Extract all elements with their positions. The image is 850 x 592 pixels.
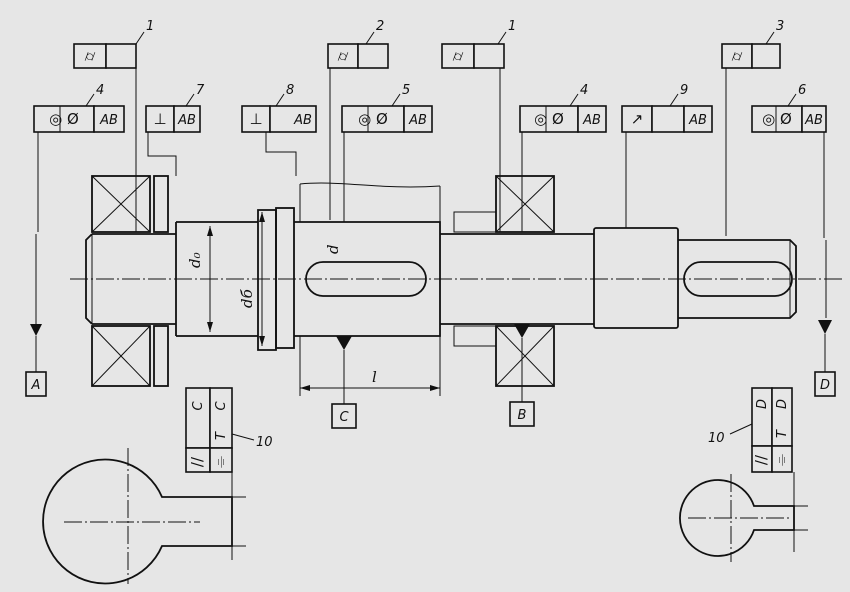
frame-2: ⌭ 2 xyxy=(327,19,389,69)
callout-number: 4 xyxy=(580,83,588,98)
bearing-middle xyxy=(453,175,555,387)
frame-datum-ref: AB xyxy=(804,113,823,128)
symmetry-icon: ⌯ xyxy=(772,454,790,466)
callout-number: 9 xyxy=(680,83,688,98)
concentricity-icon: ◎ Ø xyxy=(49,110,79,128)
callout-number: 2 xyxy=(376,19,384,34)
callout-number: 3 xyxy=(776,19,784,34)
perpendicularity-icon: ⊥ xyxy=(249,110,262,128)
cylindricity-icon: ⌭ xyxy=(85,47,96,65)
callout-number: 4 xyxy=(96,83,104,98)
callout-number: 10 xyxy=(256,435,273,450)
frame-1a: ⌭ 1 xyxy=(73,19,154,69)
dim-db: dб xyxy=(238,288,256,308)
frame-datum-ref: AB xyxy=(177,113,196,128)
frame-7: ⊥ AB 7 xyxy=(145,83,205,133)
datum-D: D xyxy=(814,320,836,397)
frame-datum-ref: AB xyxy=(99,113,118,128)
keyway-datum-ref: C xyxy=(191,401,206,411)
parallelism-icon: // xyxy=(752,454,770,465)
datum-A-label: A xyxy=(31,378,41,393)
callout-number: 1 xyxy=(508,19,516,34)
frame-8: ⊥ AB 8 xyxy=(241,83,317,133)
frame-5: ◎ Ø AB 5 xyxy=(341,83,433,133)
keyway-t-label: T xyxy=(775,429,790,438)
callout-number: 6 xyxy=(798,83,806,98)
bearing-left xyxy=(91,175,169,387)
callout-number: 7 xyxy=(196,83,205,98)
keyway-datum-ref: D xyxy=(755,399,770,409)
frame-datum-ref: AB xyxy=(582,113,601,128)
frame-4a: ◎ Ø AB 4 xyxy=(33,83,125,133)
frame-datum-ref: AB xyxy=(408,113,427,128)
callout-number: 8 xyxy=(286,83,294,98)
dimension-lines xyxy=(35,212,827,396)
dim-d0: d₀ xyxy=(186,252,204,268)
frame-datum-ref: AB xyxy=(293,113,312,128)
concentricity-icon: ◎ Ø xyxy=(534,110,564,128)
frame-4b: ◎ Ø AB 4 xyxy=(519,83,607,133)
keyway-t-label: T xyxy=(214,431,229,440)
frame-6: ◎ Ø AB 6 xyxy=(751,83,827,133)
cylindricity-icon: ⌭ xyxy=(338,47,349,65)
keyway-datum-ref: D xyxy=(775,399,790,409)
frame-3: ⌭ 3 xyxy=(721,19,784,69)
frame-1b: ⌭ 1 xyxy=(441,19,516,69)
runout-arrow-icon: ↗ xyxy=(631,110,644,128)
cylindricity-icon: ⌭ xyxy=(732,47,743,65)
datum-C-label: C xyxy=(339,410,349,425)
callout-number: 5 xyxy=(402,83,410,98)
datum-B-label: B xyxy=(518,408,527,423)
perpendicularity-icon: ⊥ xyxy=(153,110,166,128)
datum-B: B xyxy=(509,324,535,427)
parallelism-icon: // xyxy=(188,456,206,467)
datum-A: A xyxy=(25,324,47,397)
callout-number: 10 xyxy=(708,431,725,446)
concentricity-icon: ◎ Ø xyxy=(358,110,388,128)
keyway-section-left: C C T // ⌯ 10 xyxy=(42,387,273,585)
concentricity-icon: ◎ Ø xyxy=(762,110,792,128)
dim-l: l xyxy=(372,368,377,386)
callout-number: 1 xyxy=(146,19,154,34)
frame-datum-ref: AB xyxy=(688,113,707,128)
datum-D-label: D xyxy=(820,378,830,393)
keyway-section-right: D D T // ⌯ 10 xyxy=(679,387,808,562)
datum-C: C xyxy=(331,336,357,429)
frame-9: ↗ AB 9 xyxy=(621,83,713,133)
leader-lines xyxy=(37,67,825,238)
dim-d: d xyxy=(324,244,342,254)
symmetry-icon: ⌯ xyxy=(211,456,229,468)
cylindricity-icon: ⌭ xyxy=(453,47,464,65)
keyway-datum-ref: C xyxy=(214,401,229,411)
